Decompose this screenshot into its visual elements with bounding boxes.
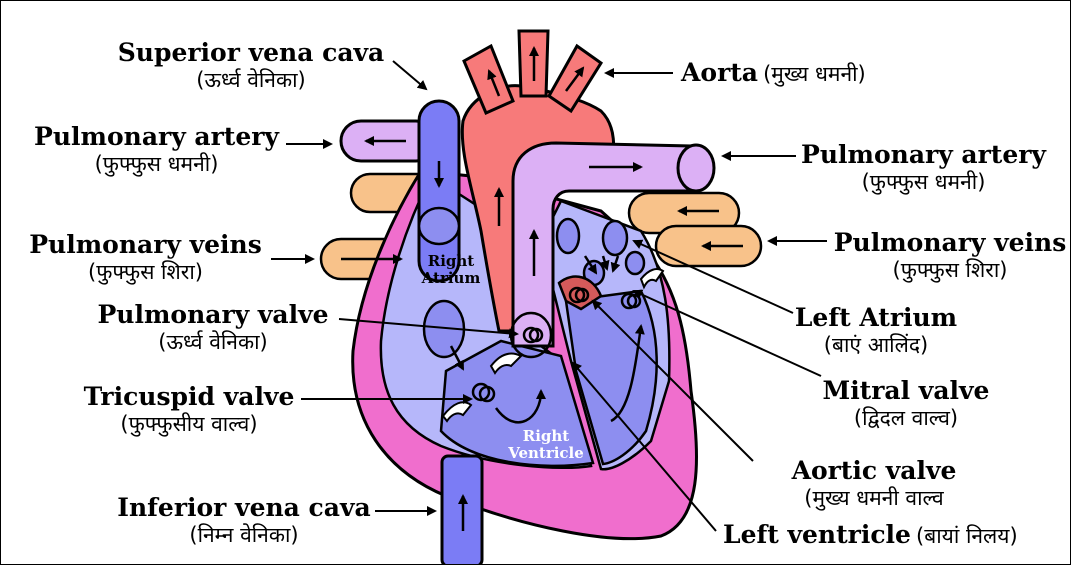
label-tricuspid-valve: Tricuspid valve (फुफ्फुसीय वाल्व) bbox=[79, 383, 299, 436]
label-inferior-vena-cava: Inferior vena cava (निम्न वेनिका) bbox=[113, 494, 375, 547]
label-right-atrium: Right Atrium bbox=[406, 253, 496, 288]
label-pulmonary-veins-left: Pulmonary veins (फुफ्फुस शिरा) bbox=[23, 231, 268, 284]
label-left-ventricle: Left ventricle (बायां निलय) bbox=[723, 521, 1018, 550]
label-pulmonary-artery-right: Pulmonary artery (फुफ्फुस धमनी) bbox=[796, 141, 1051, 194]
label-left-atrium: Left Atrium (बाएं आलिंद) bbox=[786, 304, 966, 357]
label-mitral-valve: Mitral valve (द्विदल वाल्व) bbox=[821, 377, 991, 430]
label-aortic-valve: Aortic valve (मुख्य धमनी वाल्व bbox=[769, 457, 979, 510]
pulmonary-artery-right-end bbox=[678, 145, 714, 191]
label-aorta: Aorta (मुख्य धमनी) bbox=[681, 59, 866, 88]
label-right-ventricle: Right Ventricle bbox=[501, 428, 591, 463]
label-pulmonary-artery-left: Pulmonary artery (फुफ्फुस धमनी) bbox=[29, 123, 284, 176]
label-superior-vena-cava: Superior vena cava (ऊर्ध्व वेनिका) bbox=[116, 39, 386, 92]
label-pulmonary-veins-right: Pulmonary veins (फुफ्फुस शिरा) bbox=[831, 229, 1069, 282]
right-atrium-opening-top bbox=[419, 208, 459, 244]
label-pulmonary-valve: Pulmonary valve (ऊर्ध्व वेनिका) bbox=[89, 301, 337, 354]
